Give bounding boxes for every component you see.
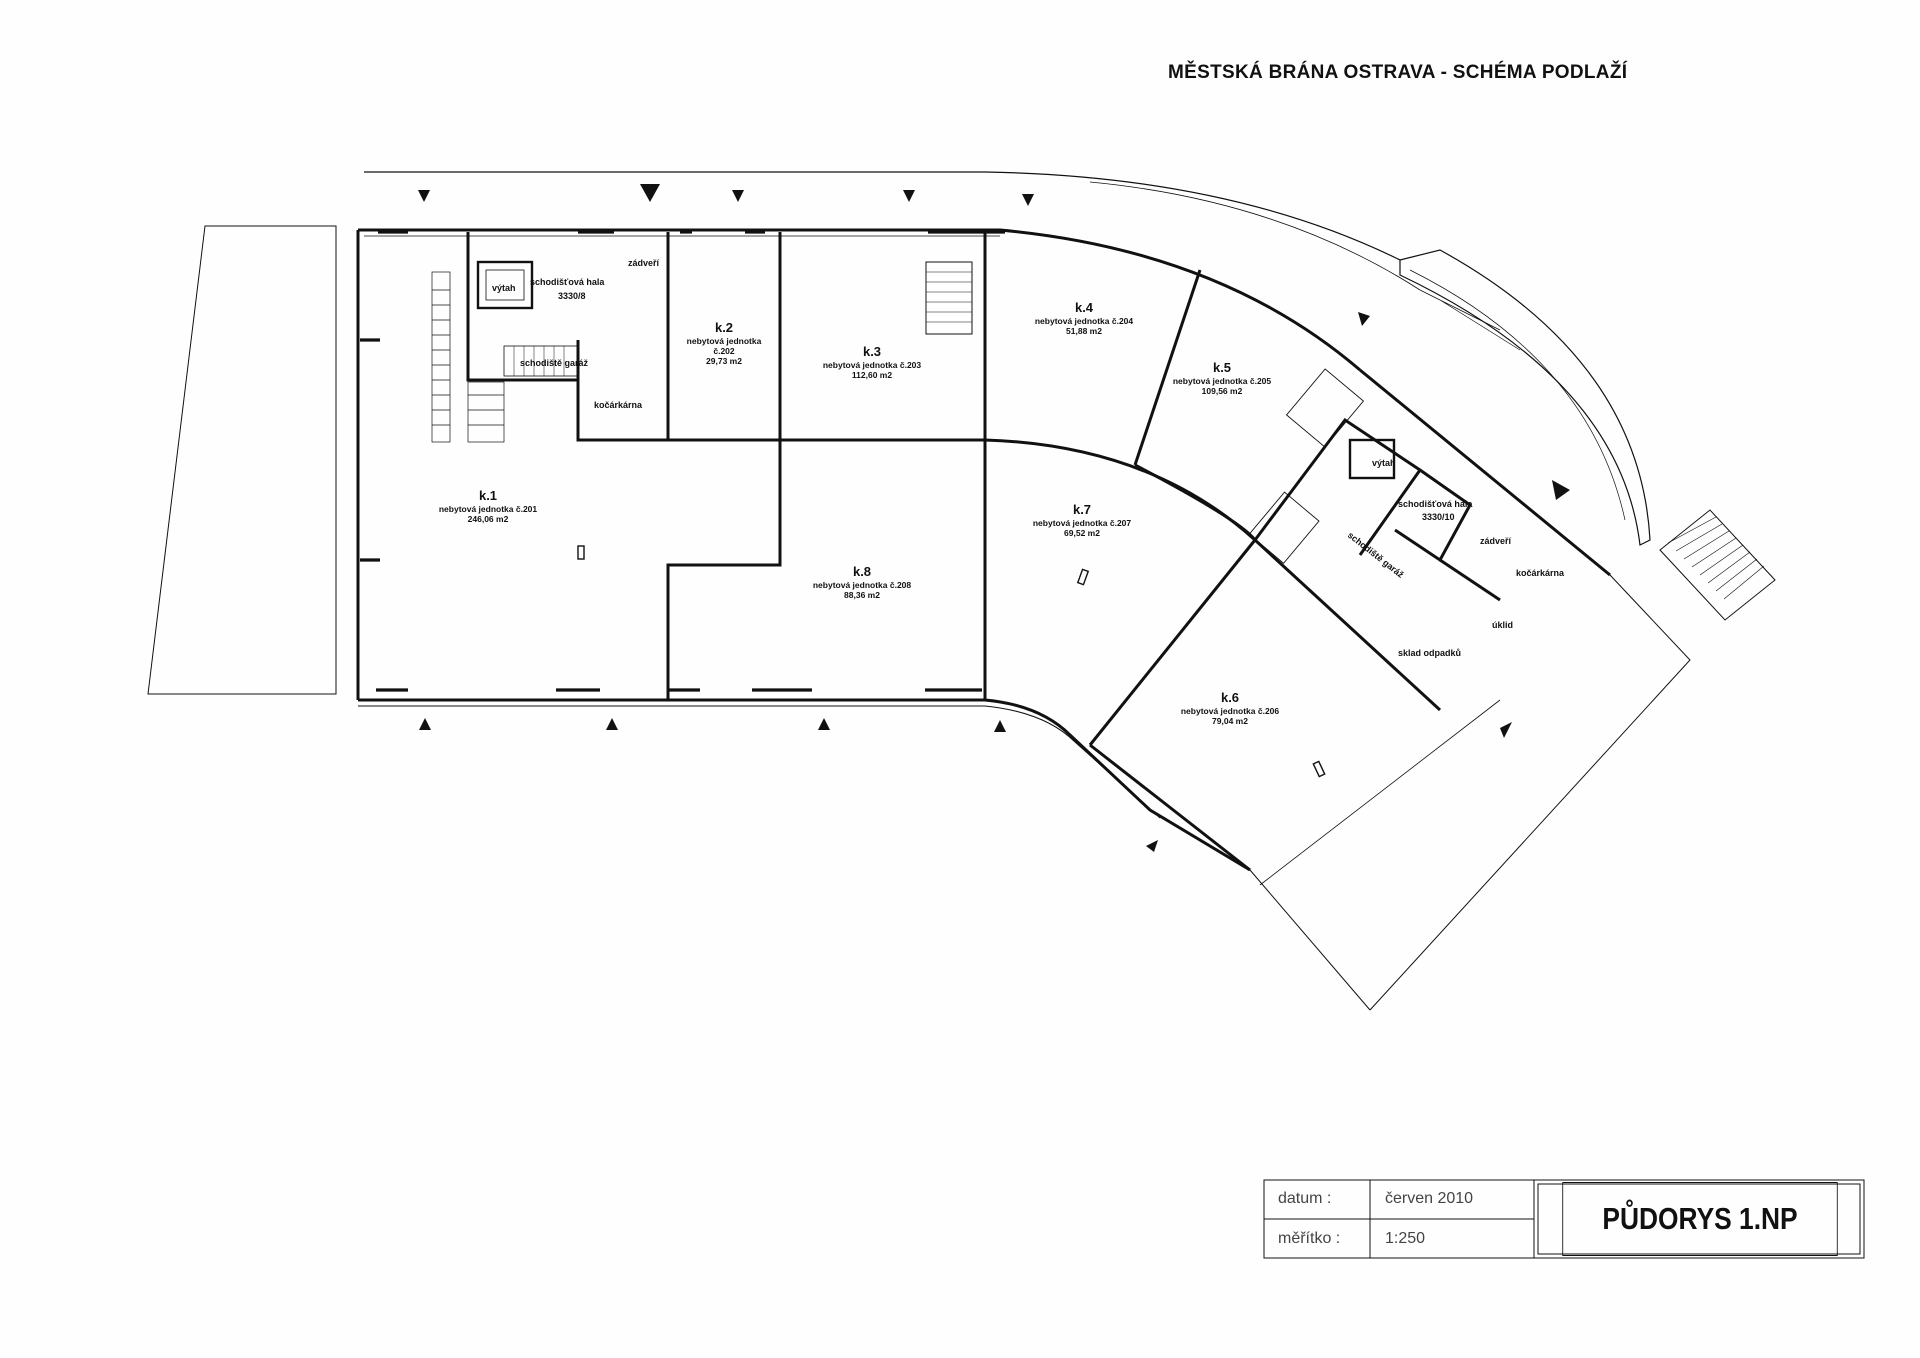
unit-area: 112,60 m2 [851, 369, 893, 380]
label-kocarkarna-right: kočárkárna [1516, 568, 1565, 578]
unit-k8: k.8 nebytová jednotka č.208 88,36 m2 [813, 564, 911, 600]
unit-k4: k.4 nebytová jednotka č.204 51,88 m2 [1035, 300, 1133, 336]
label-kocarkarna-left: kočárkárna [594, 400, 643, 410]
entrance-arrow [418, 190, 430, 202]
entrance-arrow [1358, 312, 1370, 326]
entrance-arrow [994, 720, 1006, 732]
ramp-arrow [1419, 289, 1521, 351]
unit-area: 79,04 m2 [1212, 715, 1248, 726]
entrance-arrow [1552, 480, 1570, 500]
label-hala-left-code: 3330/8 [558, 291, 586, 301]
label-sklad: sklad odpadků [1398, 648, 1462, 658]
unit-name-2: č.202 [713, 345, 735, 356]
unit-area: 88,36 m2 [844, 589, 880, 600]
drawing-title: MĚSTSKÁ BRÁNA OSTRAVA - SCHÉMA PODLAŽÍ [1168, 62, 1628, 83]
stair-right-1 [1285, 368, 1365, 448]
datum-value: červen 2010 [1385, 1190, 1474, 1207]
unit-area: 109,56 m2 [1201, 385, 1243, 396]
unit-k7: k.7 nebytová jednotka č.207 69,52 m2 [1033, 502, 1131, 538]
unit-name: nebytová jednotka [686, 335, 762, 346]
meritko-value: 1:250 [1385, 1230, 1426, 1247]
label-hala-right-code: 3330/10 [1422, 512, 1455, 522]
unit-id: k.3 [862, 344, 882, 359]
entrance-arrow [640, 184, 660, 202]
plot-inner-diag [1259, 699, 1501, 886]
unit-area: 69,52 m2 [1064, 527, 1100, 538]
unit-k5: k.5 nebytová jednotka č.205 109,56 m2 [1173, 360, 1271, 396]
unit-id: k.2 [714, 320, 734, 335]
entrance-arrow [903, 190, 915, 202]
datum-label: datum : [1278, 1190, 1332, 1207]
entrance-arrow [1500, 722, 1512, 738]
facade-bottom-line [358, 705, 1161, 819]
windows [360, 230, 1005, 692]
label-garaz-left: schodiště garáž [520, 358, 589, 368]
unit-k1: k.1 nebytová jednotka č.201 246,06 m2 [439, 488, 537, 524]
unit-name: nebytová jednotka č.206 [1180, 705, 1280, 716]
unit-name: nebytová jednotka č.207 [1032, 517, 1132, 528]
stair-garage-left [503, 345, 579, 377]
unit-area: 51,88 m2 [1066, 325, 1102, 336]
lift-left [476, 260, 534, 310]
ramp-inner [1409, 269, 1626, 521]
plot-boundary-right [1369, 574, 1691, 1011]
unit-id: k.7 [1072, 502, 1092, 517]
outer-walls [356, 228, 1611, 872]
stair-left [431, 271, 505, 443]
exterior-stairs-treads [1667, 516, 1765, 600]
entrance-arrow [419, 718, 431, 730]
title-block-frame [1263, 1179, 1865, 1259]
stair-k3 [925, 261, 973, 335]
unit-id: k.8 [852, 564, 872, 579]
meritko-label: měřítko : [1278, 1230, 1341, 1247]
unit-area: 246,06 m2 [467, 513, 509, 524]
entrance-arrow [606, 718, 618, 730]
unit-k6: k.6 nebytová jednotka č.206 79,04 m2 [1181, 690, 1279, 726]
unit-id: k.1 [478, 488, 498, 503]
label-zadveri-left: zádveří [628, 258, 660, 268]
label-vytah-left: výtah [492, 283, 516, 293]
unit-name: nebytová jednotka č.203 [822, 359, 922, 370]
entrance-markers [418, 184, 1570, 852]
unit-id: k.4 [1074, 300, 1094, 315]
stair-right-2 [1248, 491, 1320, 564]
street-edge-top-2 [1089, 181, 1421, 291]
street-edge-top [364, 171, 1401, 261]
interior-walls [466, 232, 1501, 872]
unit-name: nebytová jednotka č.201 [438, 503, 538, 514]
label-hala-right: schodišťová hala [1398, 499, 1473, 509]
unit-name: nebytová jednotka č.204 [1034, 315, 1134, 326]
lift-right [1348, 438, 1396, 480]
unit-area: 29,73 m2 [706, 355, 742, 366]
entrance-arrow [1146, 840, 1158, 852]
label-hala-left: schodišťová hala [530, 277, 605, 287]
unit-id: k.5 [1212, 360, 1232, 375]
unit-k2: k.2 nebytová jednotka č.202 29,73 m2 [687, 320, 762, 366]
unit-id: k.6 [1220, 690, 1240, 705]
exterior-stairs [1659, 509, 1776, 621]
unit-name: nebytová jednotka č.205 [1172, 375, 1272, 386]
entrance-arrow [1022, 194, 1034, 206]
plot-boundary-low [1249, 869, 1371, 1011]
sidewalk-left [147, 225, 337, 695]
entrance-arrow [818, 718, 830, 730]
ramp-outline [1399, 249, 1651, 546]
entrance-arrow [732, 190, 744, 202]
label-vytah-right: výtah [1372, 458, 1396, 468]
label-zadveri-right: zádveří [1480, 536, 1512, 546]
unit-k3: k.3 nebytová jednotka č.203 112,60 m2 [823, 344, 921, 380]
unit-name: nebytová jednotka č.208 [812, 579, 912, 590]
drawing-sheet-title: PŮDORYS 1.NP [1562, 1182, 1838, 1256]
label-uklid: úklid [1492, 620, 1514, 630]
